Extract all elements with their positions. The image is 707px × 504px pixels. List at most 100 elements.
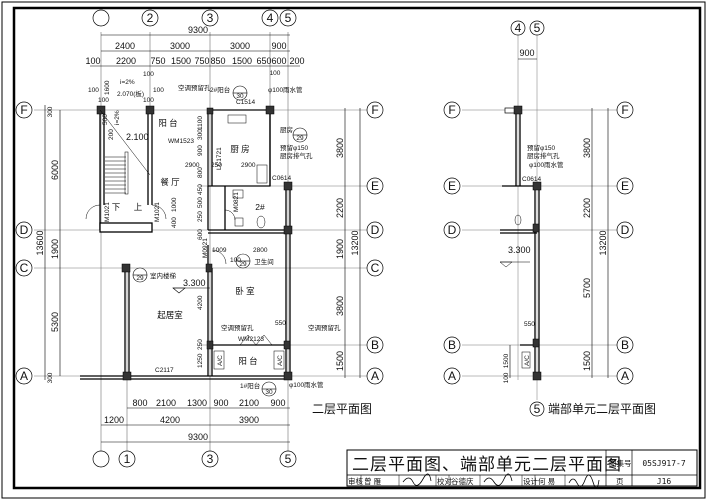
axis-label-top-5: 5 [285, 11, 292, 25]
end-dim-overall: 13200 [598, 230, 608, 255]
label-ac-hole: 空调预留孔 [308, 323, 341, 332]
dim-left-segment: 6000 [50, 160, 60, 180]
room-dining: 餐 厅 [160, 177, 180, 187]
end-columns [513, 105, 542, 381]
label-ac-hole: 空调预留孔 [178, 83, 211, 92]
dim-top-row3: 1500 [171, 56, 191, 66]
inner-border [12, 6, 702, 490]
inner-dim: 2800 [253, 247, 268, 254]
dim-bottom-overall: 9300 [188, 432, 208, 442]
end-unit-text: 4 5 F E D B A F E D B A 5 900 3800 2200 … [448, 21, 656, 416]
page-label: 页 [616, 477, 624, 486]
inner-dim: 1250 [197, 353, 204, 368]
room-living: 起居室 [157, 310, 183, 320]
axis-label-left-C: C [20, 261, 29, 275]
label-vent: 厨房排气孔 [280, 151, 313, 160]
inner-dim: 100 [98, 97, 109, 104]
main-plan-title: 二层平面图 [312, 402, 372, 416]
end-unit-plan [443, 20, 634, 417]
inner-dim: 250 [211, 162, 222, 169]
end-axis-right: A [621, 369, 629, 383]
axis-bubbles-top [92, 9, 297, 27]
dim-right-overall: 13200 [350, 230, 360, 255]
bottom-dimension-lines [101, 407, 290, 443]
code-door: M1021 [154, 202, 161, 222]
title-block: 二层平面图、端部单元二层平面图 图集号 05SJ917-7 页 J16 审核 曾… [346, 449, 698, 489]
axis-label-right-D: D [371, 223, 380, 237]
inner-dim: 500 [102, 114, 109, 125]
dim-right-segment: 2200 [335, 198, 345, 218]
top-dimension-lines [90, 34, 300, 67]
check-name: 谷德庆 [451, 476, 474, 486]
axis-label-left-F: F [20, 103, 27, 117]
label-elevation: 2.100 [126, 132, 149, 142]
dim-left-segment: 5300 [50, 312, 60, 332]
code-door: M0821 [233, 192, 240, 212]
check-signature [483, 473, 513, 486]
inner-dim: 450 [197, 184, 204, 195]
axis-label-bottom-5: 5 [285, 452, 292, 466]
axis-bubbles-left [15, 101, 33, 385]
review-label: 审核 [348, 476, 363, 486]
label-drain: φ100雨水管 [289, 380, 324, 389]
end-code-window: C0614 [522, 176, 542, 183]
dim-bottom-row1: 900 [213, 398, 228, 408]
detail-ref-number: 29 [136, 275, 144, 282]
end-axis-left: D [448, 223, 457, 237]
inner-dim: 400 [171, 217, 178, 228]
label-balcony-2: 2#阳台 [210, 85, 230, 94]
dim-left-segment: 1900 [50, 239, 60, 259]
stair-up-label: 上 [134, 202, 143, 212]
review-name: 曾 雁 [364, 476, 382, 486]
inner-dim: 100 [143, 71, 154, 78]
label-slope: i=2% [120, 79, 135, 86]
dim-bottom-row1: 900 [270, 398, 285, 408]
label-ac: A/C [217, 355, 224, 366]
detail-ref-number: 30 [236, 93, 244, 100]
axis-label-bottom-1: 1 [124, 452, 131, 466]
inner-dim: 250 [197, 339, 204, 350]
label-elevation: 3.300 [183, 278, 206, 288]
dim-top-row2: 3000 [170, 41, 190, 51]
dim-top-row3: 850 [210, 56, 225, 66]
inner-dim: 800 [197, 167, 204, 178]
dim-left-small: 300 [47, 106, 54, 117]
end-axis-right: B [621, 338, 629, 352]
room-kitchen: 厨 房 [230, 144, 249, 154]
main-plan [15, 9, 384, 468]
axis-label-left-A: A [20, 369, 28, 383]
left-dimension-lines [44, 105, 61, 380]
code-door: M0921 [202, 238, 209, 258]
right-dimension-lines [344, 108, 361, 378]
end-dim-right: 3800 [582, 138, 592, 158]
dim-bottom-row2: 3900 [239, 415, 259, 425]
inner-dim: 100 [88, 87, 99, 94]
inner-dim: 1009 [212, 247, 227, 254]
dim-top-row3: 2200 [116, 56, 136, 66]
dim-left-overall: 13600 [35, 230, 45, 255]
end-dim-left: 100 [503, 372, 510, 383]
dim-top-row2: 2400 [115, 41, 135, 51]
stair-down-label: 下 [112, 202, 121, 212]
room-toilet: 卫生间 [254, 257, 274, 266]
axis-label-top-2: 2 [147, 11, 154, 25]
code-door: M1021 [104, 202, 111, 222]
page-number: J16 [657, 477, 672, 486]
end-grid [462, 30, 625, 400]
code-door: WM1523 [168, 138, 194, 145]
axis-label-left-D: D [20, 223, 29, 237]
dim-left-small: 300 [47, 372, 54, 383]
code-window: C1514 [236, 99, 256, 106]
detail-reference-circles [132, 85, 308, 397]
end-label-vent: 厨房排气孔 [527, 151, 560, 160]
end-dim-right: 1500 [582, 351, 592, 371]
axis-label-top-3: 3 [207, 11, 214, 25]
axis-bubbles-right [366, 101, 384, 385]
inner-dim: 100 [230, 257, 241, 264]
inner-dim: 2900 [185, 162, 200, 169]
room-bedroom: 卧 室 [235, 286, 255, 296]
end-dim-right: 2200 [582, 198, 592, 218]
design-signature [568, 474, 600, 489]
end-axis-left: F [448, 103, 455, 117]
